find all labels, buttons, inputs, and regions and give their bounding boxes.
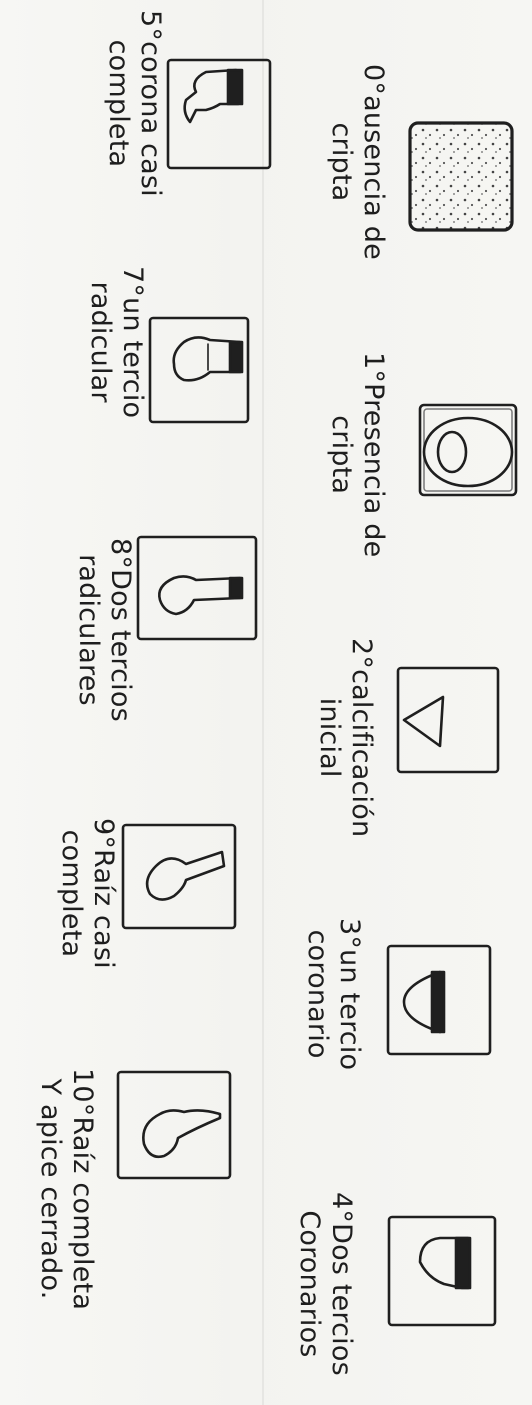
stage-9-label: 9°Raíz casi completa xyxy=(55,818,119,969)
stage-4-label-line1: 4°Dos tercios xyxy=(325,1192,357,1376)
stage-0-label-line1: 0°ausencia de xyxy=(357,64,389,260)
stage-1-label-line2: cripta xyxy=(325,352,357,557)
stage-4-label: 4°Dos tercios Coronarios xyxy=(293,1192,357,1376)
stage-0-label-line2: cripta xyxy=(325,64,357,260)
stage-7-label-line1: 7°un tercio xyxy=(116,266,148,418)
stage-0-label: 0°ausencia de cripta xyxy=(325,64,389,260)
stage-10-label-line2: Y apice cerrado. xyxy=(34,1068,66,1310)
stage-1-label: 1°Presencia de cripta xyxy=(325,352,389,557)
stage-3-label-line1: 3°un tercio xyxy=(333,918,365,1070)
stage-8-drawing xyxy=(138,537,256,639)
stage-5-label-line1: 5°corona casi xyxy=(134,10,166,197)
stage-0-drawing xyxy=(410,123,512,230)
stage-10-drawing xyxy=(118,1072,230,1178)
stage-3-drawing xyxy=(388,946,490,1054)
stage-10-label: 10°Raíz completa Y apice cerrado. xyxy=(34,1068,98,1310)
stage-2-label: 2°calcificación inicial xyxy=(313,638,377,837)
stage-7-label-line2: radicular xyxy=(84,266,116,418)
stage-10-label-line1: 10°Raíz completa xyxy=(66,1068,98,1310)
stage-3-label-line2: coronario xyxy=(301,918,333,1070)
stage-8-label-line2: radiculares xyxy=(72,538,104,722)
stage-8-label: 8°Dos tercios radiculares xyxy=(72,538,136,722)
stage-7-drawing xyxy=(150,318,248,422)
stage-7-label: 7°un tercio radicular xyxy=(84,266,148,418)
stage-5-label-line2: completa xyxy=(102,10,134,197)
stage-8-label-line1: 8°Dos tercios xyxy=(104,538,136,722)
stage-5-drawing xyxy=(168,60,270,168)
stage-4-label-line2: Coronarios xyxy=(293,1192,325,1376)
stage-1-label-line1: 1°Presencia de xyxy=(357,352,389,557)
stage-2-label-line2: inicial xyxy=(313,638,345,837)
stage-1-drawing xyxy=(420,405,516,495)
stage-9-drawing xyxy=(123,825,235,928)
stage-5-label: 5°corona casi completa xyxy=(102,10,166,197)
stage-4-drawing xyxy=(389,1217,495,1325)
stage-9-label-line2: completa xyxy=(55,818,87,969)
stage-2-label-line1: 2°calcificación xyxy=(345,638,377,837)
stage-3-label: 3°un tercio coronario xyxy=(301,918,365,1070)
stage-9-label-line1: 9°Raíz casi xyxy=(87,818,119,969)
stage-2-drawing xyxy=(398,668,498,772)
